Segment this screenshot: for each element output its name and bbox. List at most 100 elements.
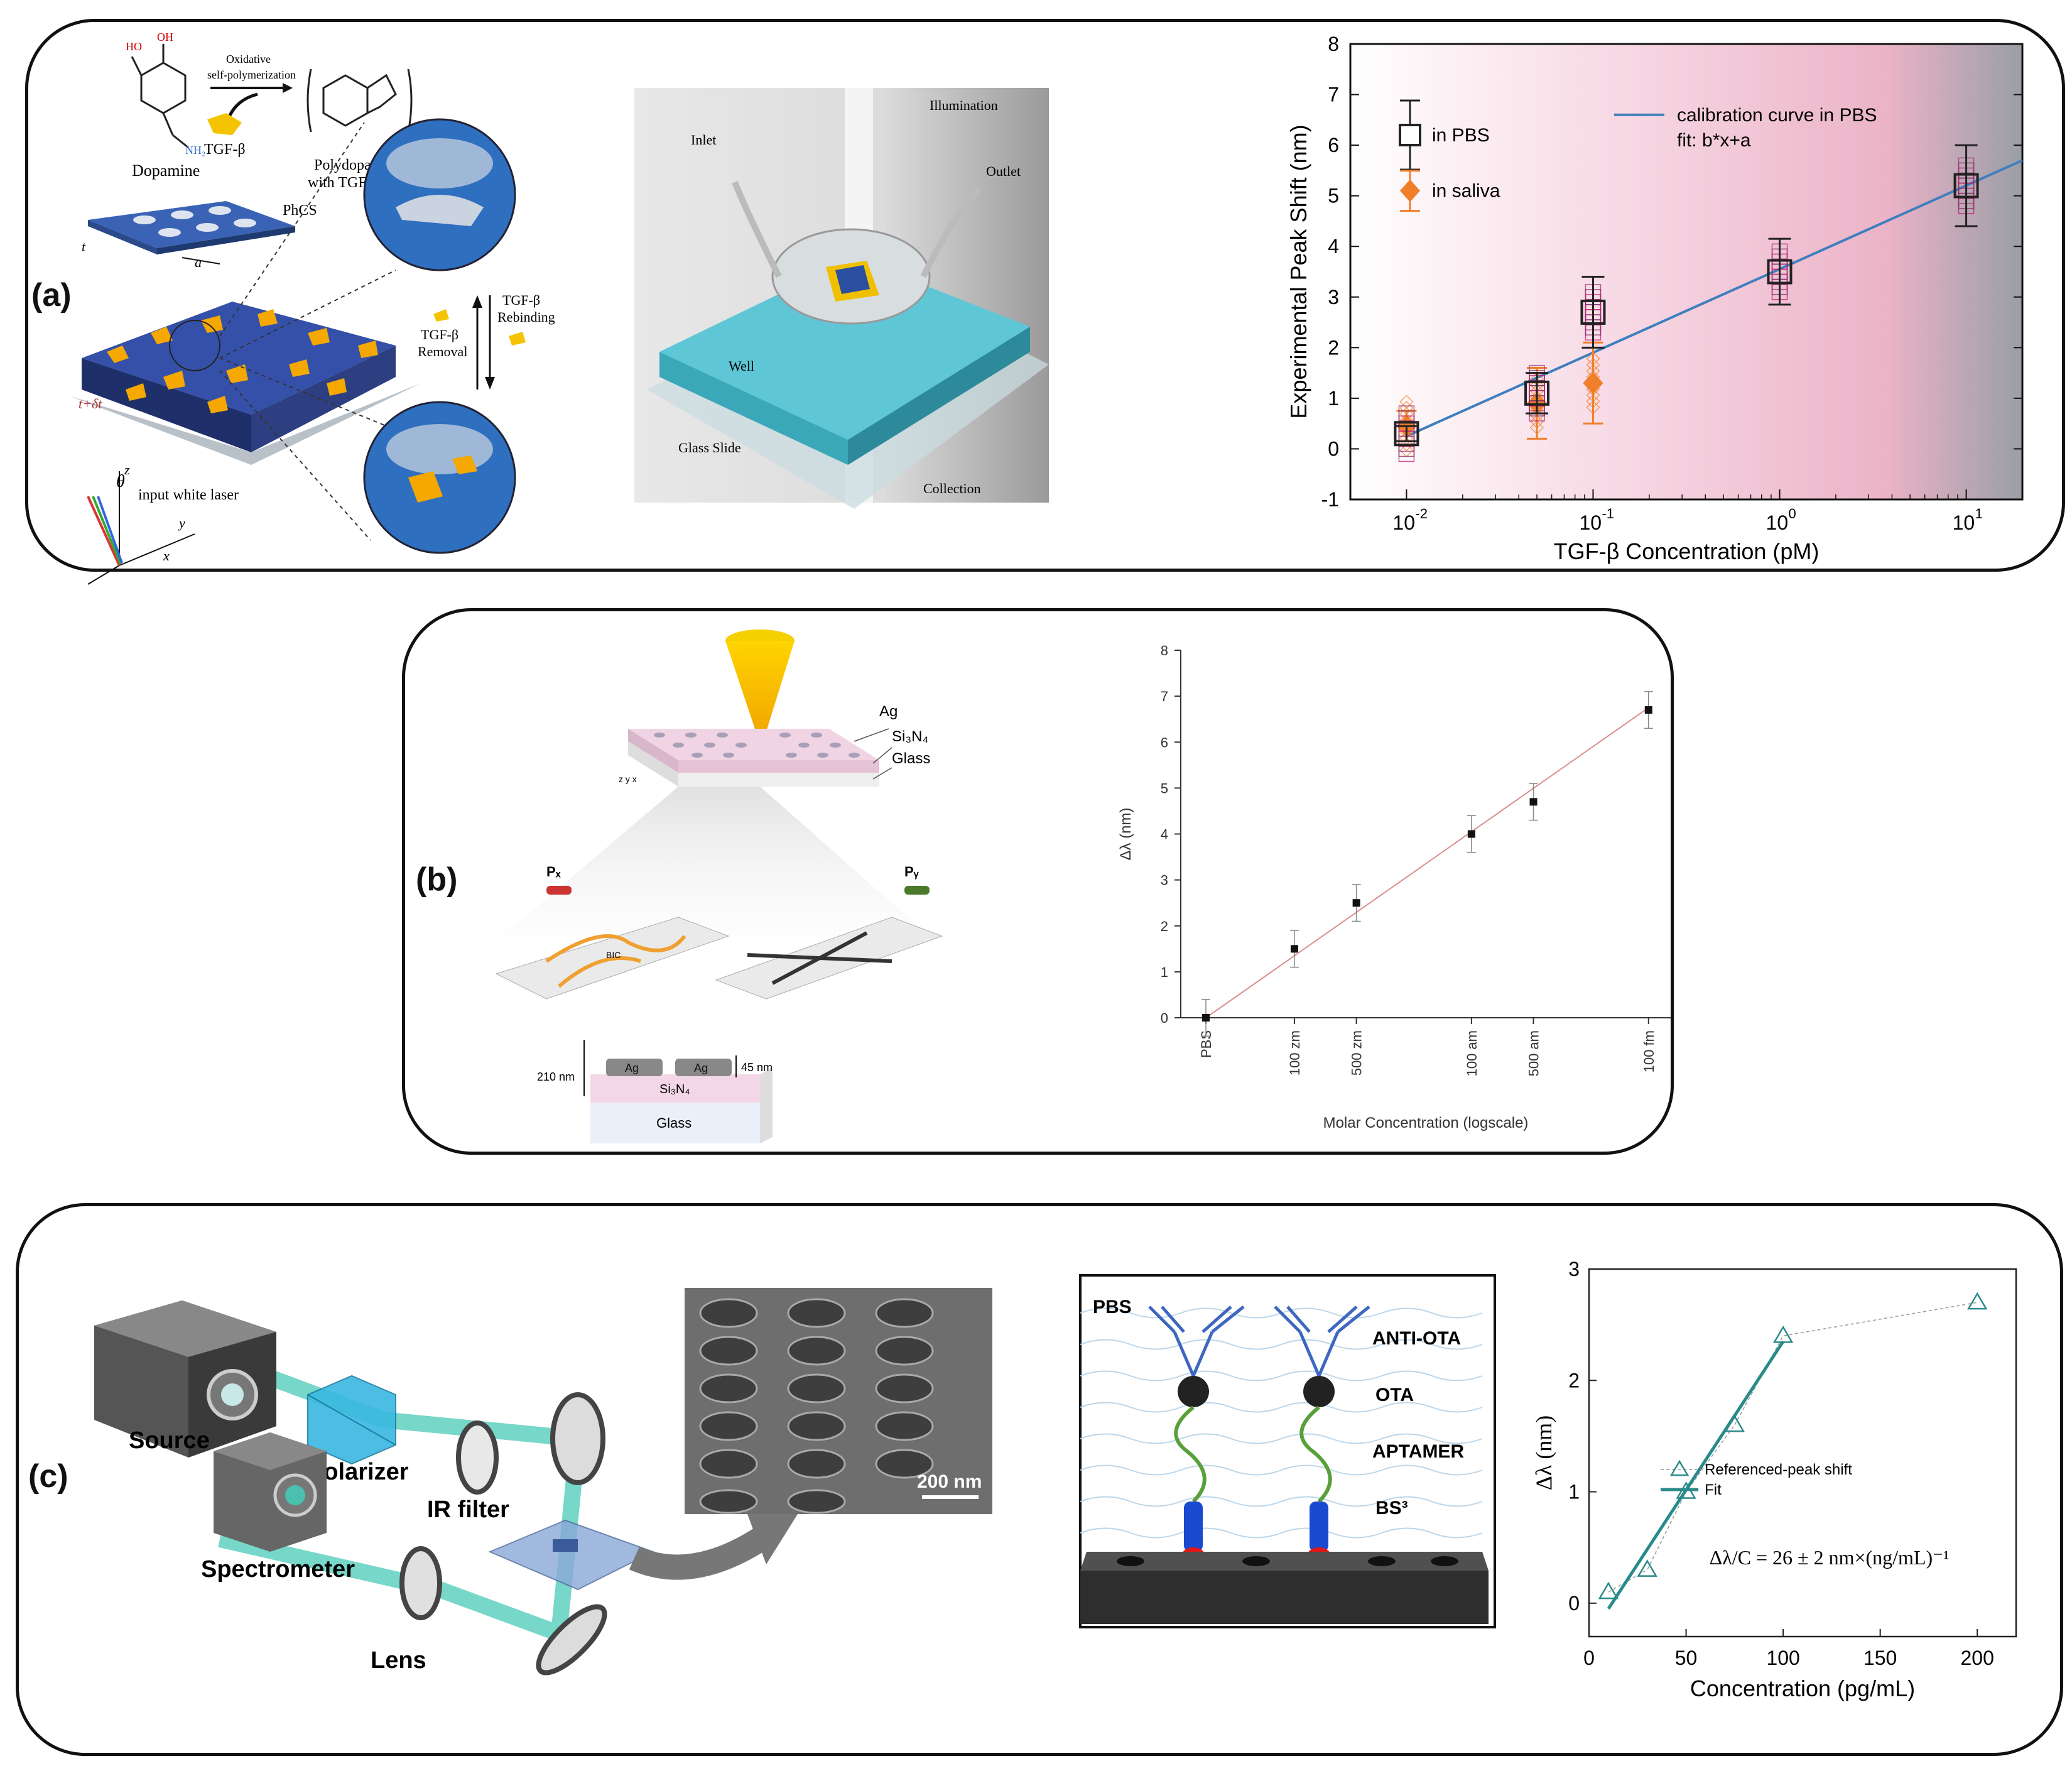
a-ytick-label: 3 <box>1328 286 1339 308</box>
c-xtick-label: 200 <box>1960 1647 1993 1669</box>
setup-glass-slide: Glass Slide <box>678 440 741 455</box>
assay-pbs: PBS <box>1093 1297 1132 1317</box>
c-legend-series-label: Referenced-peak shift <box>1705 1461 1852 1478</box>
a-saliva-replicate <box>1399 395 1414 409</box>
b-xtick-label: 100 am <box>1464 1030 1480 1076</box>
c-setup: Source Polarizer IR filter Spectrometer … <box>94 1288 992 1676</box>
c-xtick-label: 0 <box>1583 1647 1595 1669</box>
setup-collection: Collection <box>923 481 981 496</box>
assay-ota: OTA <box>1375 1385 1414 1405</box>
lens-label: Lens <box>371 1647 426 1674</box>
reaction-line2: self-polymerization <box>207 68 296 81</box>
a-legend-saliva-marker <box>1400 179 1420 202</box>
a-ytick-label: 7 <box>1328 84 1339 106</box>
phcs-tgf-slab <box>69 302 421 465</box>
a-ytick-label: 6 <box>1328 134 1339 156</box>
c-xlabel: Concentration (pg/mL) <box>1690 1676 1915 1701</box>
c-legend-series-marker <box>1669 1459 1690 1476</box>
assay-bs3: BS³ <box>1375 1498 1408 1518</box>
ir-filter-label: IR filter <box>427 1496 509 1523</box>
b-py-label: Pᵧ <box>904 864 919 880</box>
b-point <box>1644 706 1652 714</box>
laser-label: input white laser <box>138 487 239 503</box>
a-ytick-label: 4 <box>1328 235 1339 258</box>
a-schematic: HO OH NH₂ Dopamine Oxidative self-polyme… <box>69 31 555 585</box>
svg-text:HO: HO <box>126 40 142 53</box>
a-pbs-point <box>1767 259 1793 285</box>
a-fit-line <box>1406 159 2023 438</box>
b-ag-disk2: Ag <box>694 1062 708 1074</box>
panel-c <box>16 1203 2063 1756</box>
c-ytick-label: 0 <box>1568 1592 1580 1615</box>
phcs-t: t <box>82 239 86 254</box>
b-ylabel: Δλ (nm) <box>1117 807 1134 860</box>
b-ytick-label: 3 <box>1161 873 1168 888</box>
axis-z: z <box>124 462 130 477</box>
scale-bar-label: 200 nm <box>917 1471 982 1492</box>
a-ytick-label: -1 <box>1321 488 1339 511</box>
a-legend-pbs-label: in PBS <box>1432 125 1490 146</box>
panel-b-label: (b) <box>416 861 458 898</box>
a-xtick-exp: -1 <box>1602 506 1614 521</box>
a-pbs-point <box>1394 421 1419 447</box>
theta-label: θ <box>116 472 125 491</box>
a-saliva-point <box>1583 371 1603 395</box>
c-xtick-label: 150 <box>1863 1647 1897 1669</box>
b-point <box>1467 830 1475 838</box>
b-point <box>1529 798 1538 806</box>
a-pbs-replicate <box>1398 405 1415 422</box>
b-point <box>1290 945 1298 953</box>
setup-inlet: Inlet <box>691 132 716 148</box>
c-assay: PBS ANTI-OTA OTA APTAMER BS³ <box>1079 1274 1496 1628</box>
b-xtick-label: 500 zm <box>1349 1030 1365 1076</box>
assay-anti-ota: ANTI-OTA <box>1372 1328 1461 1349</box>
a-xtick-label: 10 <box>1953 511 1975 534</box>
b-ytick-label: 5 <box>1161 780 1168 796</box>
b-ytick-label: 8 <box>1161 643 1168 658</box>
panel-c-label: (c) <box>28 1458 68 1495</box>
zoom-arrow <box>629 1529 767 1580</box>
setup-illumination: Illumination <box>930 97 998 113</box>
b-ag-disk1: Ag <box>625 1062 639 1074</box>
rebinding-line2: Rebinding <box>497 309 555 325</box>
a-legend-pbs-marker <box>1399 124 1421 146</box>
a-xtick-label: 10 <box>1579 511 1602 534</box>
a-ytick-label: 2 <box>1328 336 1339 359</box>
a-ylabel: Experimental Peak Shift (nm) <box>1286 124 1311 418</box>
c-point <box>1772 1325 1794 1343</box>
a-ytick-label: 8 <box>1328 33 1339 55</box>
phcs-label: PhCS <box>283 202 317 219</box>
a-setup-render: Inlet Illumination Outlet Well Glass Sli… <box>634 88 1049 509</box>
b-glass-label: Glass <box>892 750 930 767</box>
b-ytick-label: 2 <box>1161 918 1168 934</box>
axis-y: y <box>178 515 185 531</box>
setup-outlet: Outlet <box>986 163 1021 179</box>
c-legend-fit-label: Fit <box>1705 1481 1722 1498</box>
b-ytick-label: 6 <box>1161 734 1168 750</box>
svg-text:OH: OH <box>157 31 173 43</box>
c-point <box>1637 1559 1657 1577</box>
a-ytick-label: 0 <box>1328 437 1339 460</box>
a-saliva-replicate <box>1399 437 1414 452</box>
a-xlabel: TGF-β Concentration (pM) <box>1554 538 1820 564</box>
c-xtick-label: 100 <box>1766 1647 1799 1669</box>
rebinding-line1: TGF-β <box>502 292 540 308</box>
svg-text:NH₂: NH₂ <box>185 144 205 156</box>
a-legend-fit-eq: fit: b*x+a <box>1677 130 1751 151</box>
a-ytick-label: 1 <box>1328 387 1339 410</box>
a-pbs-point <box>1524 380 1550 406</box>
phcs-a: a <box>195 254 202 270</box>
sample-slide <box>488 1519 655 1591</box>
c-annotation: Δλ/C = 26 ± 2 nm×(ng/mL)⁻¹ <box>1710 1546 1950 1569</box>
c-ylabel: Δλ (nm) <box>1531 1415 1556 1491</box>
spectrometer-box <box>214 1432 327 1552</box>
c-point <box>1724 1414 1745 1432</box>
b-si3n4-label: Si₃N₄ <box>892 728 928 745</box>
a-xtick-exp: 0 <box>1789 506 1796 521</box>
tgf-molecule-icon <box>207 113 242 135</box>
b-ytick-label: 1 <box>1161 964 1168 980</box>
tgf-label: TGF-β <box>204 141 246 158</box>
